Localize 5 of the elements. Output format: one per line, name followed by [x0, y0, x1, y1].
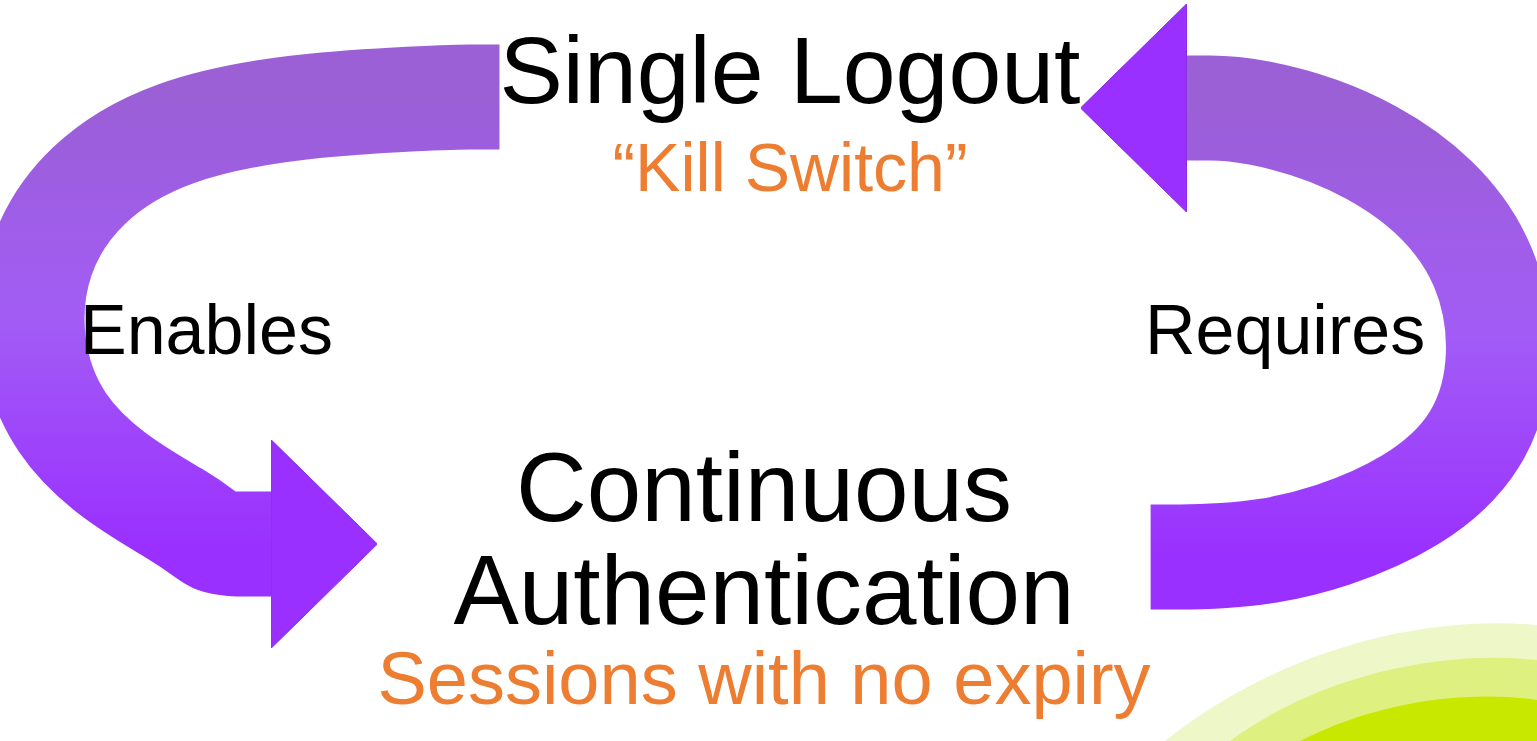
edge-label: Enables	[80, 292, 333, 369]
subtitle-text: “Kill Switch”	[612, 127, 968, 207]
heading-text: Continuous Authentication	[452, 436, 1076, 642]
edge-label: Requires	[1145, 292, 1426, 369]
heading-text: Single Logout	[499, 18, 1081, 123]
